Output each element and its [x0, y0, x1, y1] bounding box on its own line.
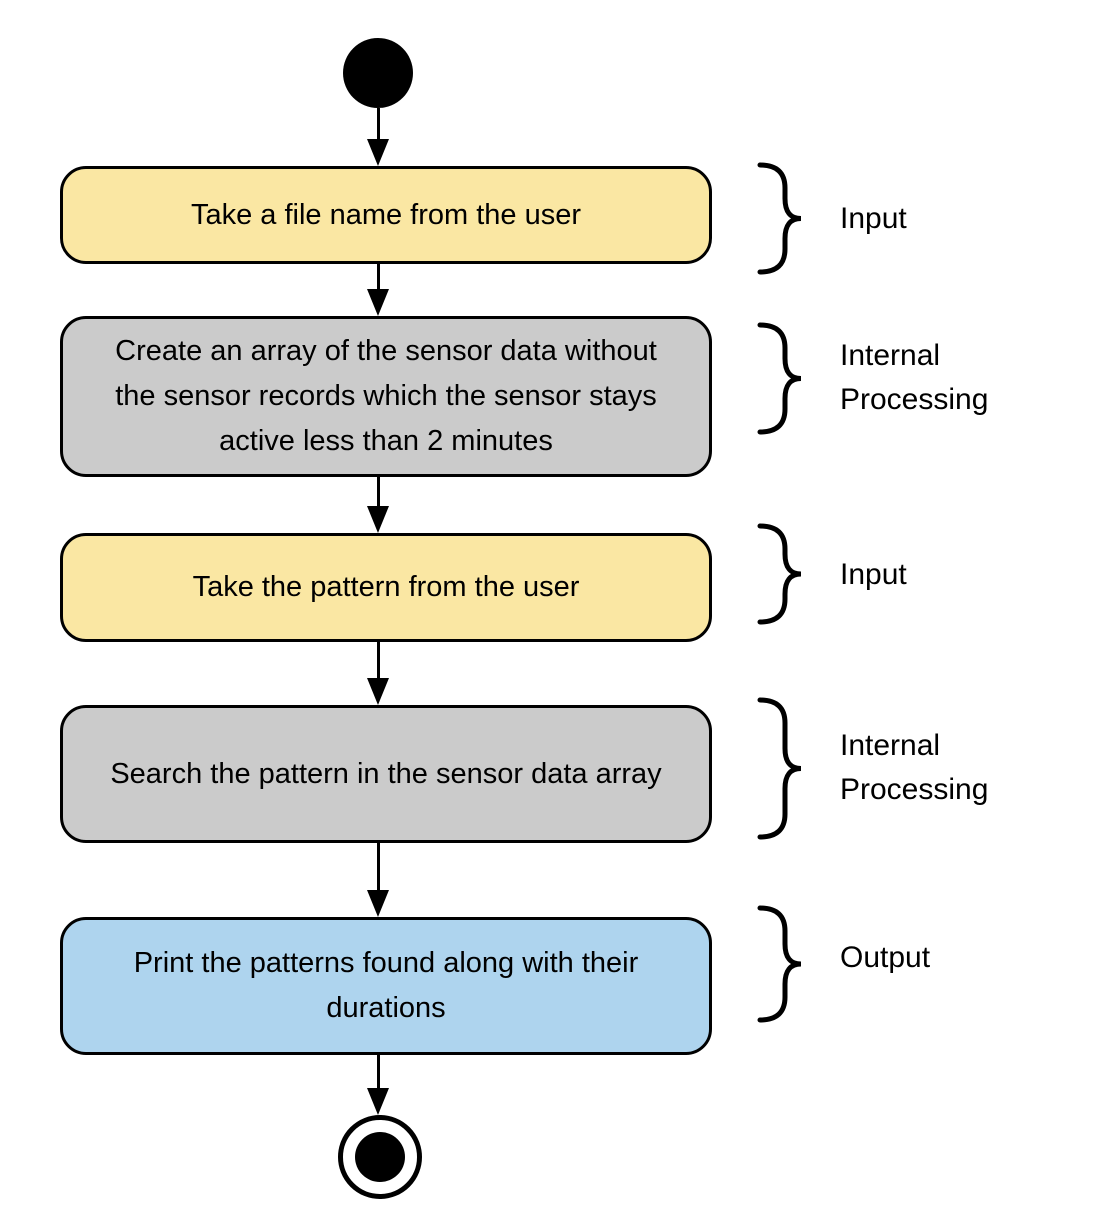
- arrow-line: [376, 642, 380, 678]
- activity-text: Take the pattern from the user: [192, 571, 580, 603]
- arrow-head-icon: [367, 506, 389, 533]
- category-label-input: Input: [840, 558, 907, 591]
- activity-box-search-pattern: Search the pattern in the sensor data ar…: [60, 705, 712, 843]
- flow-arrow: [367, 264, 389, 316]
- arrow-head-icon: [367, 890, 389, 917]
- activity-box-create-array: Create an array of the sensor data witho…: [60, 316, 712, 477]
- activity-text: Create an array of the sensor data witho…: [115, 335, 657, 457]
- flow-arrow: [367, 1055, 389, 1115]
- arrow-line: [376, 1055, 380, 1088]
- category-label-output: Output: [840, 941, 931, 974]
- arrow-line: [376, 843, 380, 890]
- brace-bracket-icon: [757, 162, 802, 275]
- brace-bracket-icon: [757, 905, 802, 1023]
- flow-arrow: [367, 843, 389, 917]
- brace-bracket-icon: [757, 322, 802, 435]
- category-label-input: Input: [840, 202, 907, 235]
- activity-box-print-patterns: Print the patterns found along with thei…: [60, 917, 712, 1055]
- category-label-internal-processing: Internal Processing: [840, 729, 989, 806]
- arrow-line: [376, 477, 380, 506]
- arrow-head-icon: [367, 139, 389, 166]
- arrow-head-icon: [367, 678, 389, 705]
- arrow-head-icon: [367, 1088, 389, 1115]
- end-node-inner-dot: [355, 1132, 405, 1182]
- flow-arrow: [367, 642, 389, 705]
- activity-text: Search the pattern in the sensor data ar…: [110, 757, 662, 790]
- category-label-internal-processing: Internal Processing: [840, 339, 989, 416]
- brace-bracket-icon: [757, 523, 802, 625]
- activity-text: Print the patterns found along with thei…: [133, 947, 639, 1024]
- flow-arrow: [367, 477, 389, 533]
- arrow-head-icon: [367, 289, 389, 316]
- activity-box-take-pattern: Take the pattern from the user: [60, 533, 712, 642]
- arrow-line: [376, 264, 380, 289]
- start-node-icon: [343, 38, 413, 108]
- arrow-line: [376, 108, 380, 139]
- activity-box-take-file-name: Take a file name from the user: [60, 166, 712, 264]
- activity-text: Take a file name from the user: [190, 198, 582, 231]
- end-node-icon: [338, 1115, 422, 1199]
- brace-bracket-icon: [757, 697, 802, 840]
- flow-arrow: [367, 108, 389, 166]
